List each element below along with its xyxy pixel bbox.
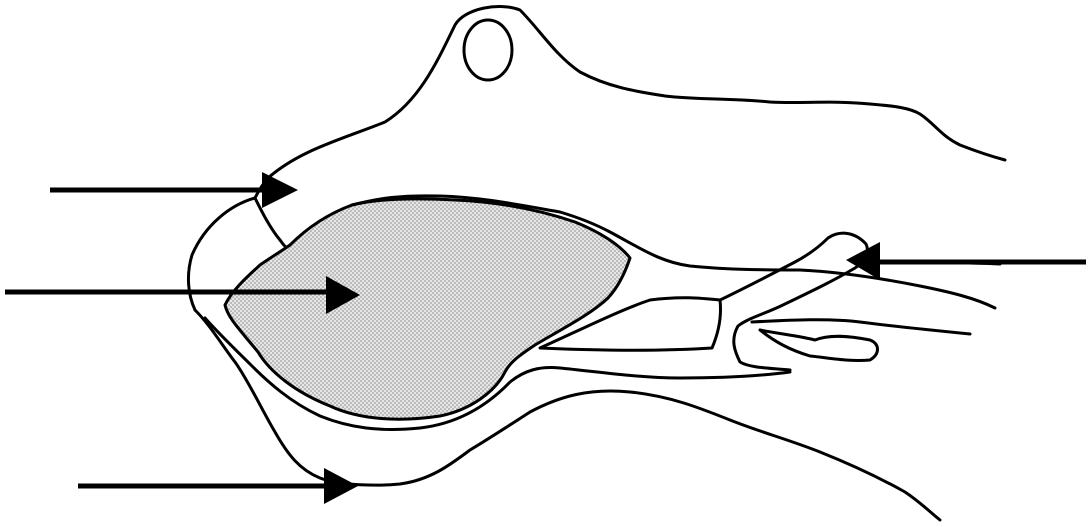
- shaded-organ: [225, 199, 630, 419]
- arrow-lower-left: [78, 468, 358, 504]
- upper-outline: [268, 6, 1005, 178]
- arrow-upper-left: [50, 172, 298, 208]
- arrow-right: [846, 242, 1086, 280]
- right-tail-outline: [800, 262, 1000, 308]
- side-branch-outline: [752, 320, 970, 361]
- top-oval: [464, 20, 512, 80]
